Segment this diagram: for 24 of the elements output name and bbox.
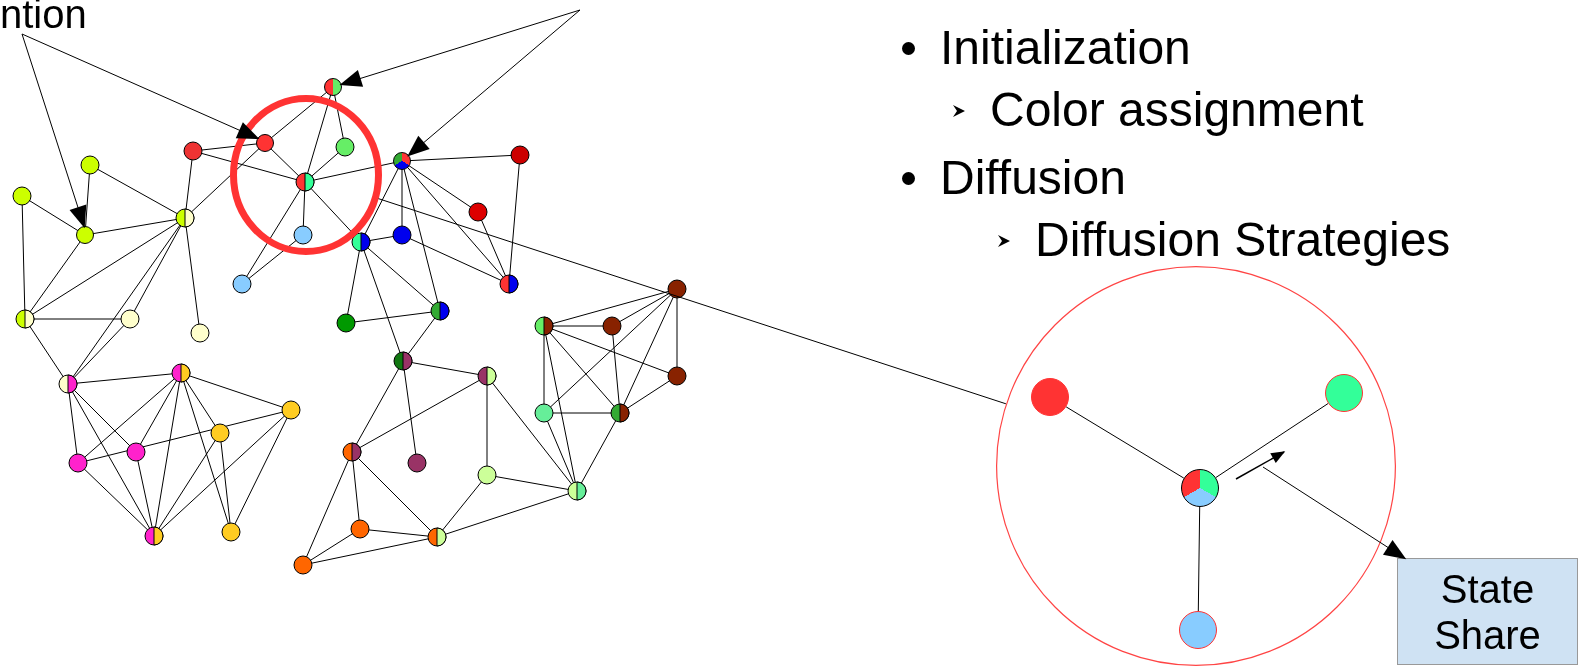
network-node: [256, 134, 274, 152]
list-item: Color assignment: [990, 82, 1364, 138]
network-node: [393, 152, 411, 170]
connector-line: [378, 198, 1007, 405]
network-node: [1179, 611, 1217, 649]
network-node: [76, 226, 94, 244]
network-node: [1325, 374, 1363, 412]
network-node: [1181, 469, 1219, 507]
network-node: [1031, 378, 1069, 416]
list-item: Diffusion: [940, 150, 1126, 206]
list-item: Diffusion Strategies: [1035, 212, 1451, 268]
arrow: [339, 9, 581, 87]
connector-line: [1215, 403, 1329, 478]
connector-line: [1197, 506, 1201, 612]
state-share-box: State Share: [1397, 558, 1578, 665]
connector-line: [1065, 406, 1185, 479]
arrow: [1262, 466, 1407, 560]
arrow: [21, 33, 87, 229]
highlight-ring: [230, 95, 382, 255]
zoom-circle: [996, 266, 1396, 666]
arrow: [407, 9, 581, 157]
list-item: Initialization: [940, 20, 1191, 76]
network-node: [324, 78, 342, 96]
arrow: [21, 33, 260, 140]
